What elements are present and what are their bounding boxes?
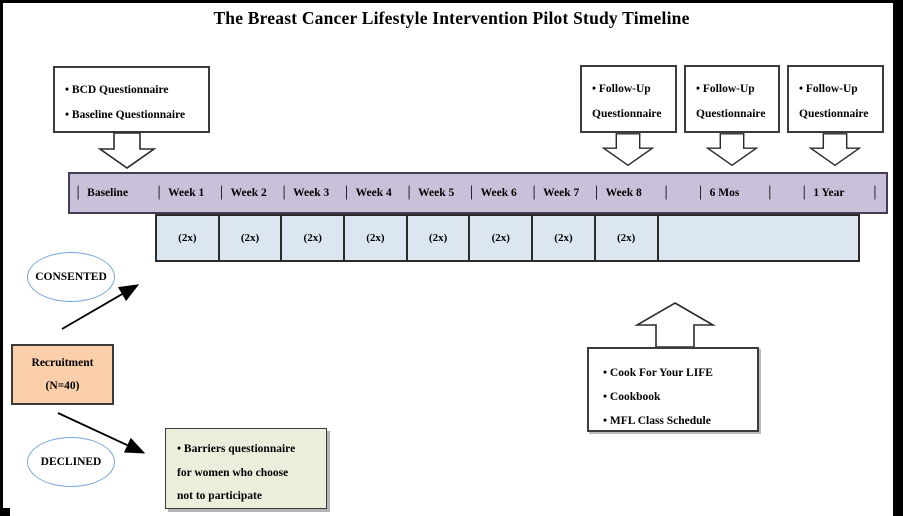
recruitment-box: Recruitment (N=40) bbox=[11, 344, 114, 405]
followup-2-down-arrow bbox=[705, 133, 759, 167]
timeline-week1-label: Week 1 bbox=[168, 187, 205, 199]
followup-box-1: • Follow-Up Questionnaire bbox=[580, 65, 677, 133]
timeline-bar: │ Baseline │ Week 1 │ Week 2 │ Week 3 │ … bbox=[68, 172, 888, 214]
timeline-week4-label: Week 4 bbox=[355, 187, 392, 199]
frequency-cell-week8: (2x) bbox=[596, 216, 659, 260]
timeline-cell-week8: │ Week 8 bbox=[593, 174, 656, 212]
down-block-arrow-icon bbox=[808, 133, 862, 167]
timeline-cell-week7: │ Week 7 bbox=[530, 174, 593, 212]
tick-separator: │ bbox=[342, 187, 351, 199]
timeline-cell-week3: │ Week 3 bbox=[280, 174, 343, 212]
recruitment-line-1: Recruitment bbox=[31, 356, 94, 369]
timeline-week7-label: Week 7 bbox=[543, 187, 580, 199]
frequency-cell-week4: (2x) bbox=[345, 216, 408, 260]
down-block-arrow-icon bbox=[97, 132, 157, 169]
tick-separator: │ bbox=[217, 187, 226, 199]
barriers-line-3: not to participate bbox=[177, 490, 262, 503]
followup-1-down-arrow bbox=[601, 133, 655, 167]
tick-separator: │ bbox=[74, 187, 83, 199]
followup-2-line-1: • Follow-Up bbox=[696, 83, 755, 95]
followup-2-line-2: Questionnaire bbox=[696, 107, 766, 120]
timeline-cell-1year: │ 1 Year bbox=[800, 187, 844, 199]
followup-box-3: • Follow-Up Questionnaire bbox=[787, 65, 884, 133]
frequency-cell-week2: (2x) bbox=[220, 216, 283, 260]
timeline-week6-label: Week 6 bbox=[480, 187, 517, 199]
materials-line-1: • Cook For Your LIFE bbox=[603, 367, 713, 379]
tick-separator: │ bbox=[662, 187, 671, 199]
timeline-baseline-label: Baseline bbox=[87, 187, 129, 199]
frequency-cell-week6: (2x) bbox=[470, 216, 534, 260]
tick-separator: │ bbox=[765, 187, 774, 199]
up-block-arrow-icon bbox=[634, 302, 716, 348]
timeline-cell-week4: │ Week 4 bbox=[343, 174, 406, 212]
tick-separator: │ bbox=[530, 187, 539, 199]
down-block-arrow-icon bbox=[601, 133, 655, 167]
followup-3-line-2: Questionnaire bbox=[799, 107, 869, 120]
materials-line-3: • MFL Class Schedule bbox=[603, 415, 711, 428]
frame-edge-left bbox=[0, 0, 3, 516]
frame-edge-right bbox=[893, 0, 903, 516]
tick-separator: │ bbox=[696, 187, 705, 199]
frequency-cell-week1: (2x) bbox=[157, 216, 220, 260]
tick-separator: │ bbox=[467, 187, 476, 199]
followup-3-line-1: • Follow-Up bbox=[799, 83, 858, 95]
timeline-cell-week5: │ Week 5 bbox=[405, 174, 468, 212]
frequency-cell-week3: (2x) bbox=[282, 216, 346, 260]
frequency-cell-empty bbox=[659, 216, 859, 260]
tick-separator: │ bbox=[870, 187, 879, 199]
frequency-cell-week7: (2x) bbox=[533, 216, 596, 260]
frequency-cell-week5: (2x) bbox=[408, 216, 471, 260]
tick-separator: │ bbox=[800, 187, 809, 199]
followup-1-line-1: • Follow-Up bbox=[592, 83, 651, 95]
followup-box-2: • Follow-Up Questionnaire bbox=[684, 65, 780, 133]
timeline-cell-week6: │ Week 6 bbox=[468, 174, 531, 212]
page-title: The Breast Cancer Lifestyle Intervention… bbox=[213, 8, 690, 28]
recruitment-line-2: (N=40) bbox=[45, 379, 80, 392]
bcd-questionnaire-box: • BCD Questionnaire • Baseline Questionn… bbox=[53, 66, 210, 133]
followup-3-down-arrow bbox=[808, 133, 862, 167]
timeline-6mos-label: 6 Mos bbox=[709, 187, 740, 199]
bcd-line-1: • BCD Questionnaire bbox=[65, 84, 169, 96]
timeline-cell-week1: │ Week 1 bbox=[155, 174, 218, 212]
declined-label: DECLINED bbox=[40, 456, 102, 468]
timeline-cell-baseline: │ Baseline bbox=[70, 174, 155, 212]
timeline-cell-6mos: │ 6 Mos bbox=[696, 187, 739, 199]
materials-up-arrow bbox=[634, 302, 716, 348]
timeline-cell-week2: │ Week 2 bbox=[218, 174, 281, 212]
tick-separator: │ bbox=[405, 187, 414, 199]
consented-ellipse: CONSENTED bbox=[27, 252, 115, 302]
timeline-week3-label: Week 3 bbox=[293, 187, 330, 199]
barriers-line-1: • Barriers questionnaire bbox=[177, 443, 296, 455]
timeline-1year-label: 1 Year bbox=[813, 187, 845, 199]
bcd-line-2: • Baseline Questionnaire bbox=[65, 108, 186, 121]
barriers-box: • Barriers questionnaire for women who c… bbox=[165, 428, 327, 509]
timeline-week2-label: Week 2 bbox=[230, 187, 267, 199]
frame-edge-top bbox=[0, 0, 903, 3]
consented-label: CONSENTED bbox=[35, 271, 107, 283]
tick-separator: │ bbox=[155, 187, 164, 199]
tick-separator: │ bbox=[592, 187, 601, 199]
timeline-tail: │ │ 6 Mos │ │ 1 Year │ bbox=[655, 174, 886, 212]
declined-ellipse: DECLINED bbox=[27, 437, 115, 487]
timeline-week5-label: Week 5 bbox=[418, 187, 455, 199]
bcd-down-arrow bbox=[97, 132, 157, 169]
frequency-row: (2x) (2x) (2x) (2x) (2x) (2x) (2x) (2x) bbox=[155, 214, 860, 262]
tick-separator: │ bbox=[280, 187, 289, 199]
down-block-arrow-icon bbox=[705, 133, 759, 167]
followup-1-line-2: Questionnaire bbox=[592, 107, 662, 120]
frame-edge-bottom-left bbox=[0, 508, 10, 516]
barriers-line-2: for women who choose bbox=[177, 466, 289, 479]
materials-line-2: • Cookbook bbox=[603, 391, 661, 404]
materials-box: • Cook For Your LIFE • Cookbook • MFL Cl… bbox=[587, 347, 759, 432]
timeline-week8-label: Week 8 bbox=[605, 187, 642, 199]
